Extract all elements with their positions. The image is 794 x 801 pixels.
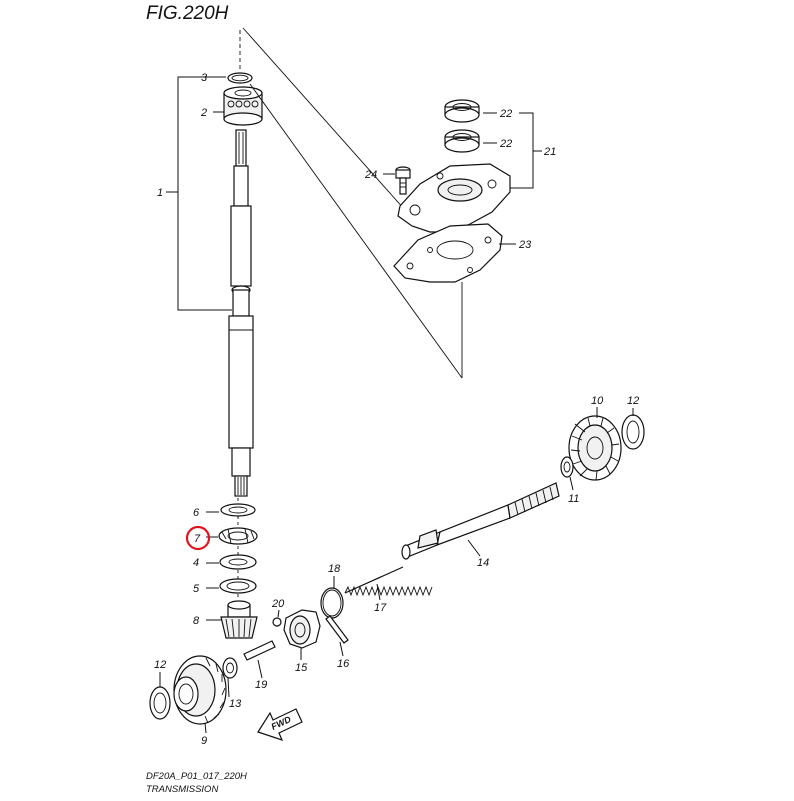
callout-7: 7 [194,533,201,545]
shim-part-12-right [621,414,645,450]
callout-22-upper: 22 [499,108,512,120]
clutch-dog-part-15 [283,609,321,649]
thrust-bearing-part-7 [218,527,258,545]
callout-2: 2 [200,107,207,119]
oil-seal-part-22-lower [444,129,480,153]
callout-11: 11 [568,493,579,505]
ball-part-20 [272,617,282,627]
callout-6: 6 [193,507,200,519]
washer-part-4 [219,554,257,570]
leader-item-11 [569,476,574,491]
leader-item-19 [257,659,263,679]
pinion-gear-part-8 [220,600,258,639]
callout-4: 4 [193,557,199,569]
washer-part-13 [222,657,238,679]
callout-21: 21 [543,146,556,158]
callout-10: 10 [591,395,604,407]
bolt-part-24 [395,166,411,195]
bearing-part-2 [223,86,263,126]
callout-8: 8 [193,615,200,627]
leader-item-9 [204,722,207,734]
pin-part-19 [243,640,276,661]
circlip-part-3 [227,72,253,84]
shim-part-12-left [149,686,171,720]
callout-12-left: 12 [154,659,166,671]
guide-line-lower [249,83,463,379]
callout-5: 5 [193,583,200,595]
forward-gear-part-10 [568,415,622,481]
gasket-part-23 [393,223,503,283]
highlight-circle-item-7 [185,525,211,551]
seal-housing-part-21 [397,163,511,233]
figure-caption: TRANSMISSION [146,784,218,795]
spring-part-17 [344,566,433,597]
propeller-shaft-part-14 [401,482,560,560]
shim-part-5 [219,578,257,594]
pin-part-16 [325,615,349,644]
figure-code: DF20A_P01_017_220H [146,771,247,782]
ring-part-18 [320,587,344,619]
callout-22-lower: 22 [499,138,512,150]
guide-line-upper [242,27,406,211]
leader-item-14 [467,539,481,557]
washer-part-6 [220,503,256,517]
callout-3: 3 [201,72,208,84]
callout-13: 13 [229,698,242,710]
washer-part-11 [560,456,574,478]
callout-16: 16 [337,658,350,670]
callout-20: 20 [271,598,285,610]
figure-title: FIG.220H [146,3,229,24]
callout-24: 24 [364,169,377,181]
leader-item-16 [339,641,344,657]
fwd-arrow-icon: FWD [257,708,303,741]
callout-1: 1 [157,187,163,199]
bracket-item-21 [508,112,534,189]
leader-item-20 [277,609,280,618]
callout-23: 23 [518,239,532,251]
callout-9: 9 [201,735,207,747]
callout-17: 17 [374,602,387,614]
leader-item-13 [227,677,230,698]
callout-14: 14 [477,557,489,569]
drive-shaft-part-1 [228,129,254,497]
callout-15: 15 [295,662,308,674]
reverse-gear-part-9 [173,655,227,725]
leader-item-17 [376,583,381,601]
oil-seal-part-22-upper [444,99,480,123]
callout-12-right: 12 [627,395,639,407]
callout-19: 19 [255,679,267,691]
bracket-item-1 [177,76,232,311]
callout-18: 18 [328,563,341,575]
